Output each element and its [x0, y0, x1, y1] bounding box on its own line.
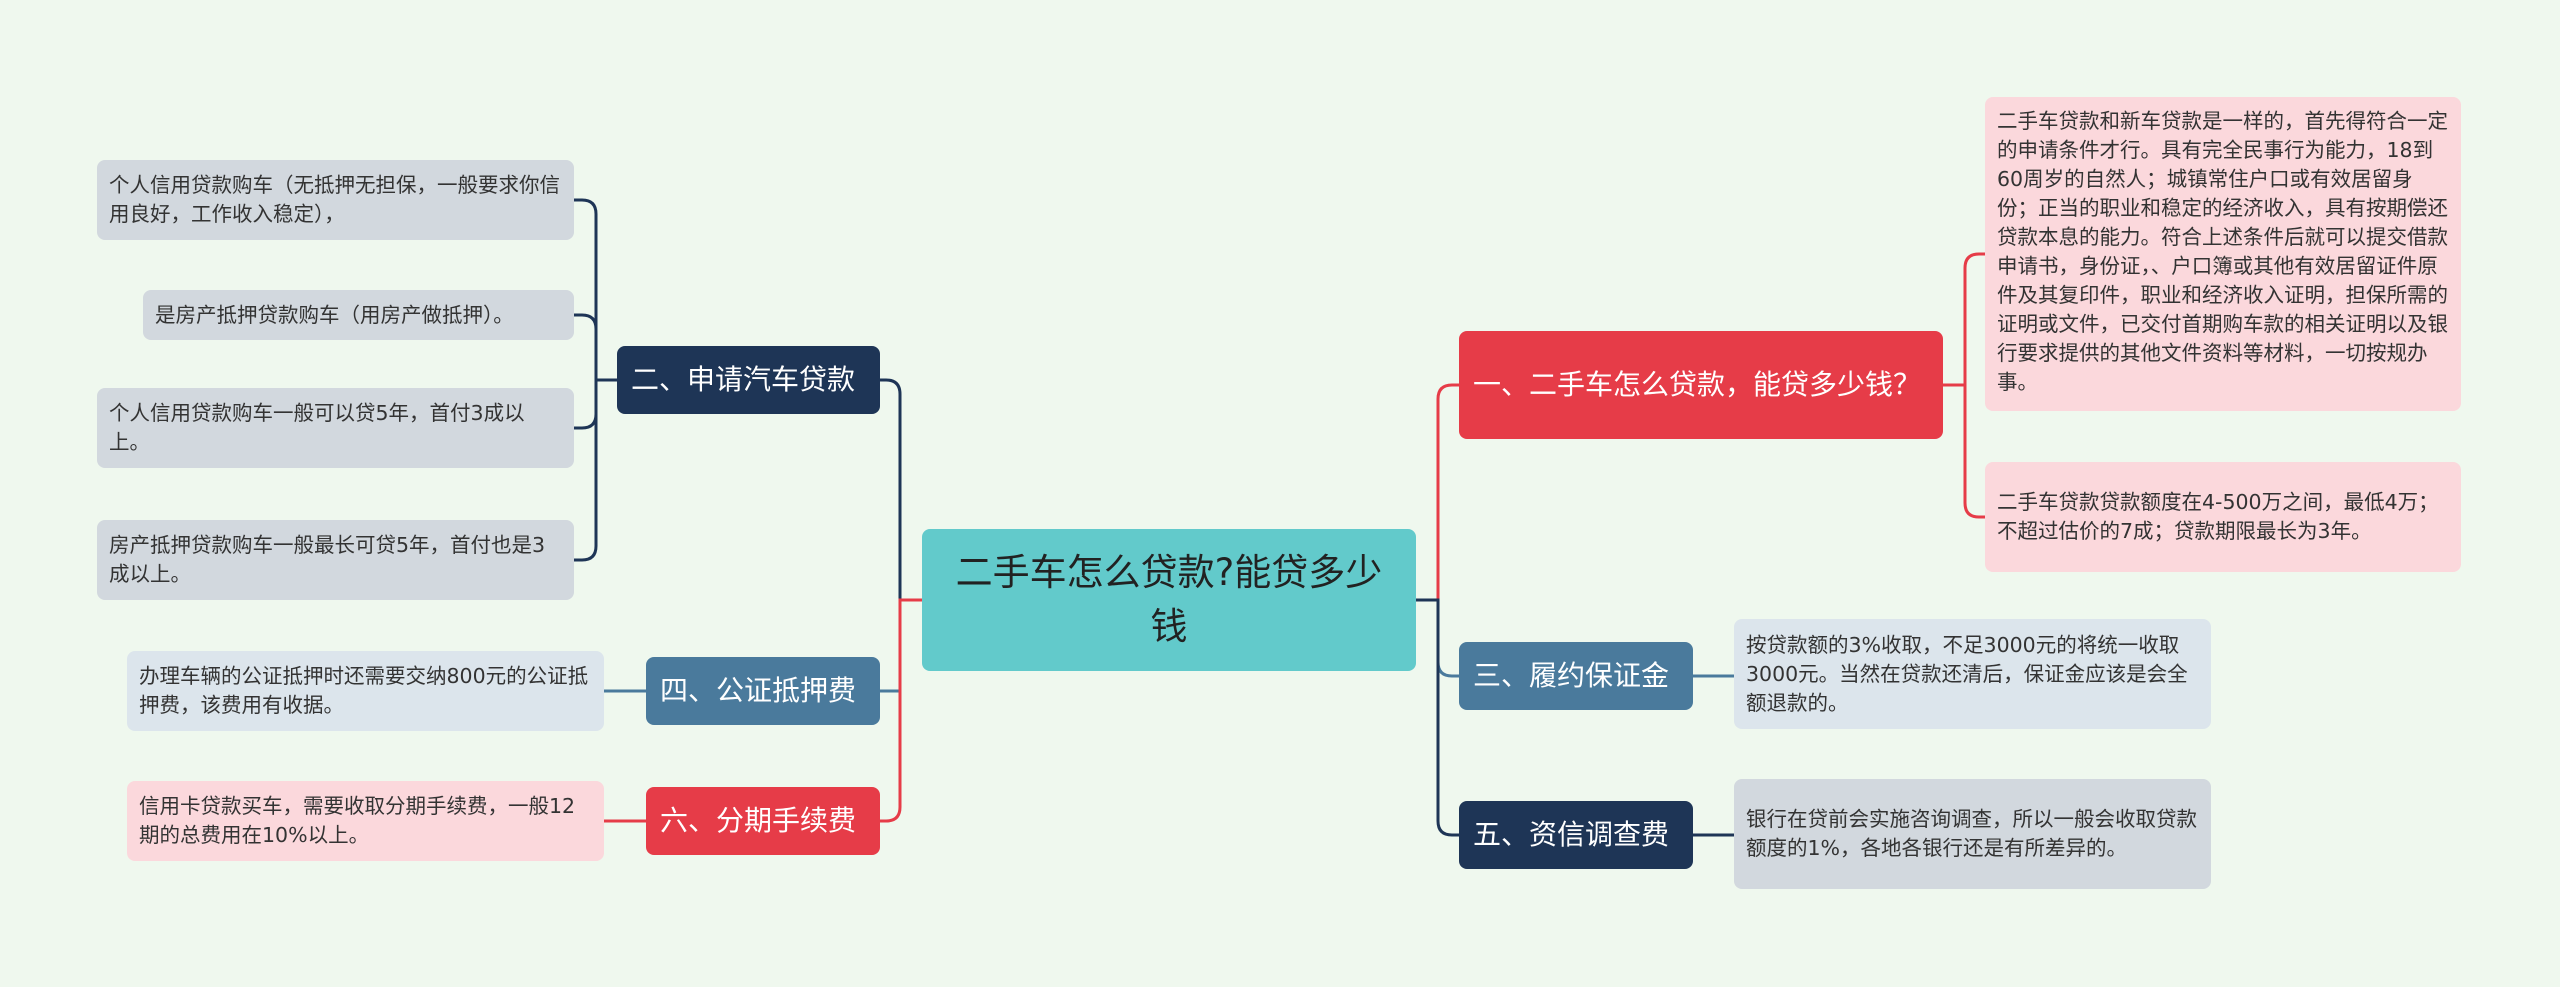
leaf-text: 是房产抵押贷款购车（用房产做抵押）。 [155, 302, 514, 327]
branch-label: 二、申请汽车贷款 [631, 363, 856, 396]
leaf-text: 房产抵押贷款购车一般最长可贷5年，首付也是3成以上。 [109, 533, 546, 586]
leaf-text: 二手车贷款和新车贷款是一样的，首先得符合一定的申请条件才行。具有完全民事行为能力… [1997, 109, 2448, 394]
branch-notary-mortgage-fee[interactable]: 四、公证抵押费 [646, 657, 880, 725]
leaf-text: 信用卡贷款买车，需要收取分期手续费，一般12期的总费用在10%以上。 [139, 794, 576, 847]
branch-label: 四、公证抵押费 [660, 674, 857, 707]
root-topic-label: 二手车怎么贷款?能贷多少钱 [955, 551, 1383, 648]
branch-apply-car-loan[interactable]: 二、申请汽车贷款 [617, 346, 880, 414]
branch-label: 三、履约保证金 [1473, 659, 1670, 692]
leaf-mortgage-loan-term[interactable]: 房产抵押贷款购车一般最长可贷5年，首付也是3成以上。 [97, 520, 574, 600]
branch-how-to-loan[interactable]: 一、二手车怎么贷款，能贷多少钱？ [1459, 331, 1943, 439]
leaf-loan-amount[interactable]: 二手车贷款贷款额度在4-500万之间，最低4万；不超过估价的7成；贷款期限最长为… [1985, 462, 2461, 572]
branch-label: 五、资信调查费 [1473, 818, 1670, 851]
leaf-text: 银行在贷前会实施咨询调查，所以一般会收取贷款额度的1%，各地各银行还是有所差异的… [1746, 807, 2197, 860]
leaf-text: 按贷款额的3%收取，不足3000元的将统一收取3000元。当然在贷款还清后，保证… [1746, 632, 2188, 715]
leaf-text: 二手车贷款贷款额度在4-500万之间，最低4万；不超过估价的7成；贷款期限最长为… [1997, 490, 2439, 543]
branch-performance-bond[interactable]: 三、履约保证金 [1459, 642, 1693, 710]
connector-branch2-leaf4 [572, 378, 619, 562]
connector-branch2-leaf2 [572, 313, 619, 382]
leaf-investigation-fee[interactable]: 银行在贷前会实施咨询调查，所以一般会收取贷款额度的1%，各地各银行还是有所差异的… [1734, 779, 2211, 889]
connector-root-branch1 [1414, 383, 1461, 602]
leaf-loan-requirements[interactable]: 二手车贷款和新车贷款是一样的，首先得符合一定的申请条件才行。具有完全民事行为能力… [1985, 97, 2461, 411]
leaf-text: 办理车辆的公证抵押时还需要交纳800元的公证抵押费，该费用有收据。 [139, 664, 589, 717]
branch-credit-investigation-fee[interactable]: 五、资信调查费 [1459, 801, 1693, 869]
connector-root-branch5 [1414, 598, 1461, 837]
connector-root-branch6 [878, 598, 924, 823]
branch-installment-fee[interactable]: 六、分期手续费 [646, 787, 880, 855]
connector-branch1-leaf2 [1941, 383, 1987, 519]
branch-label: 一、二手车怎么贷款，能贷多少钱？ [1473, 368, 1922, 401]
root-topic[interactable]: 二手车怎么贷款?能贷多少钱 [922, 529, 1416, 671]
leaf-installment-fee[interactable]: 信用卡贷款买车，需要收取分期手续费，一般12期的总费用在10%以上。 [127, 781, 604, 861]
leaf-notary-fee[interactable]: 办理车辆的公证抵押时还需要交纳800元的公证抵押费，该费用有收据。 [127, 651, 604, 731]
leaf-bond-rate[interactable]: 按贷款额的3%收取，不足3000元的将统一收取3000元。当然在贷款还清后，保证… [1734, 619, 2211, 729]
leaf-credit-loan-term[interactable]: 个人信用贷款购车一般可以贷5年，首付3成以上。 [97, 388, 574, 468]
leaf-text: 个人信用贷款购车一般可以贷5年，首付3成以上。 [109, 401, 525, 454]
leaf-property-mortgage[interactable]: 是房产抵押贷款购车（用房产做抵押）。 [143, 290, 574, 340]
connector-branch1-leaf1 [1941, 252, 1987, 387]
leaf-credit-loan[interactable]: 个人信用贷款购车（无抵押无担保，一般要求你信用良好，工作收入稳定）， [97, 160, 574, 240]
connector-branch2-leaf1 [572, 198, 619, 382]
connector-root-branch2 [878, 378, 924, 602]
leaf-text: 个人信用贷款购车（无抵押无担保，一般要求你信用良好，工作收入稳定）， [109, 173, 560, 226]
branch-label: 六、分期手续费 [660, 804, 857, 837]
